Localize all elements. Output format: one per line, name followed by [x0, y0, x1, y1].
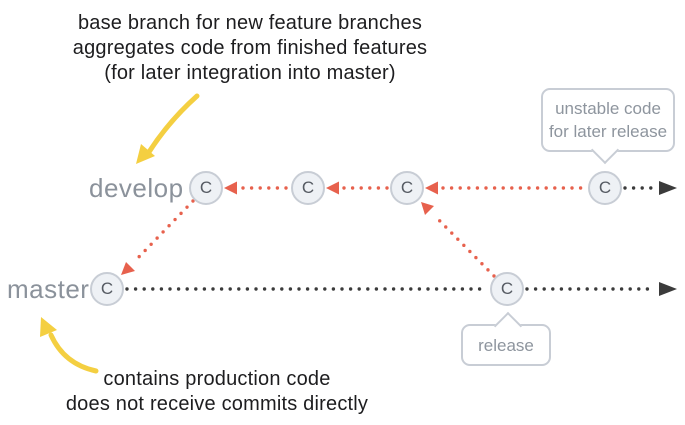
develop-timeline-arrowhead-icon — [659, 181, 677, 195]
parent-arrowhead-icon — [224, 181, 237, 195]
annotation-line: base branch for new feature branches — [77, 12, 423, 34]
commit-letter: C — [301, 178, 315, 197]
top-annotation-arrowhead-icon — [136, 144, 155, 164]
develop-branch-label: develop — [89, 173, 184, 203]
commit-node-master-1: C — [90, 272, 124, 306]
commit-node-develop-1: C — [189, 171, 223, 205]
commit-letter: C — [199, 178, 213, 197]
annotation-line: aggregates code from finished features — [72, 37, 428, 59]
parent-arrowhead-icon — [425, 181, 438, 195]
callout-line: unstable code — [555, 99, 661, 118]
master-branch-label: master — [7, 274, 90, 304]
unstable-code-callout: unstable code for later release — [541, 88, 675, 165]
callout-line: release — [478, 335, 534, 355]
commit-node-develop-3: C — [390, 171, 424, 205]
annotation-line: does not receive commits directly — [65, 393, 369, 415]
annotation-line: contains production code — [103, 368, 331, 390]
commit-letter: C — [100, 279, 114, 298]
top-annotation-arrow — [146, 93, 200, 155]
commit-node-master-release: C — [490, 272, 524, 306]
merge-dotted-line — [432, 213, 496, 278]
branch-off-dotted-line — [132, 199, 195, 264]
commit-node-develop-4: C — [588, 171, 622, 205]
bottom-annotation-arrow — [48, 332, 99, 374]
develop-annotation: base branch for new feature branches agg… — [30, 11, 470, 86]
bottom-annotation-arrowhead-icon — [40, 317, 57, 337]
commit-letter: C — [500, 279, 514, 298]
master-annotation: contains production code does not receiv… — [18, 367, 416, 417]
commit-letter: C — [400, 178, 414, 197]
commit-node-develop-2: C — [291, 171, 325, 205]
branch-off-arrowhead-icon — [121, 262, 135, 275]
callout-line: for later release — [548, 122, 668, 141]
commit-letter: C — [598, 178, 612, 197]
parent-arrowhead-icon — [326, 181, 339, 195]
master-timeline-arrowhead-icon — [659, 282, 677, 296]
annotation-line: (for later integration into master) — [104, 62, 396, 84]
release-callout: release — [461, 311, 551, 366]
merge-arrowhead-icon — [421, 202, 434, 215]
